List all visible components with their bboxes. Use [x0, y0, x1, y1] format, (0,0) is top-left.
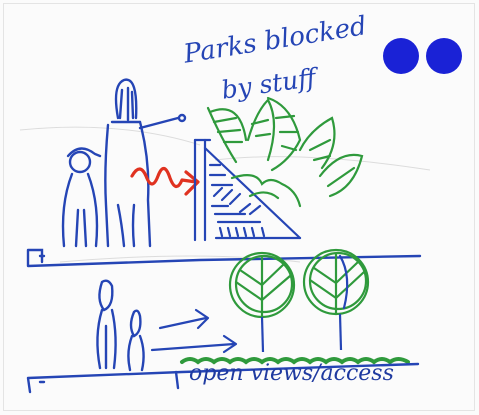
blocking-wall	[195, 140, 300, 240]
open-tree-right	[304, 250, 368, 314]
viewer-figures	[97, 281, 143, 370]
blue-dot-right	[426, 38, 462, 74]
blue-dot-left	[383, 38, 419, 74]
open-tree-left	[230, 253, 294, 317]
tree-trunk-right	[340, 314, 341, 350]
tree-trunk-left	[262, 317, 263, 352]
view-arrows	[152, 310, 236, 352]
child-figure	[63, 148, 100, 246]
red-squiggle-arrow	[132, 168, 198, 194]
adult-figure	[105, 80, 185, 246]
sketch-caption: open views/access	[189, 363, 394, 385]
